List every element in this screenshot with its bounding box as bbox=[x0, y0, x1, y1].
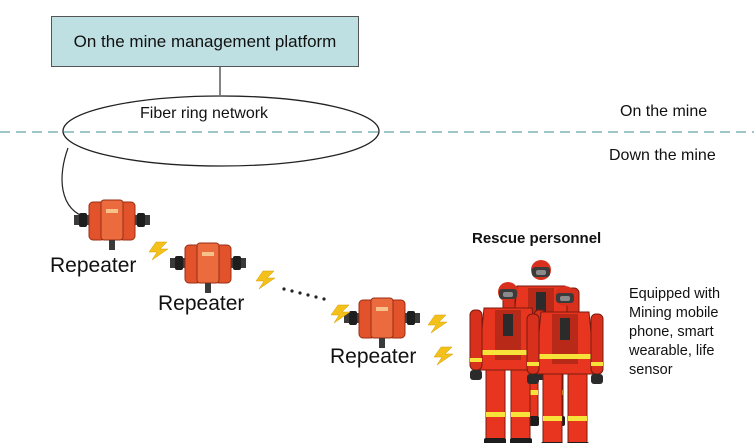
signal-bolt-icon bbox=[427, 314, 448, 334]
repeater-device-3 bbox=[343, 297, 421, 349]
repeater-label-1: Repeater bbox=[50, 254, 137, 277]
signal-bolt-icon bbox=[255, 270, 276, 290]
repeater-device-1 bbox=[73, 199, 151, 251]
repeater-label-3: Repeater bbox=[330, 345, 417, 368]
equipment-description: Equipped with Mining mobile phone, smart… bbox=[629, 286, 721, 378]
management-platform-label: On the mine management platform bbox=[73, 31, 337, 51]
dotted-continuation bbox=[282, 287, 326, 301]
down-the-mine-label: Down the mine bbox=[609, 147, 716, 164]
on-the-mine-label: On the mine bbox=[620, 103, 708, 120]
repeater-label-2: Repeater bbox=[158, 292, 245, 315]
rescue-personnel-figure bbox=[469, 259, 604, 443]
signal-bolt-icon bbox=[433, 346, 454, 366]
fiber-ring-label: Fiber ring network bbox=[140, 105, 269, 122]
rescue-personnel-title: Rescue personnel bbox=[472, 230, 602, 247]
signal-bolt-icon bbox=[148, 241, 169, 261]
management-platform-box: On the mine management platform bbox=[51, 16, 359, 67]
repeater-device-2 bbox=[169, 242, 247, 294]
fiber-ring bbox=[62, 95, 380, 167]
ring-repeater-cable bbox=[61, 147, 89, 219]
